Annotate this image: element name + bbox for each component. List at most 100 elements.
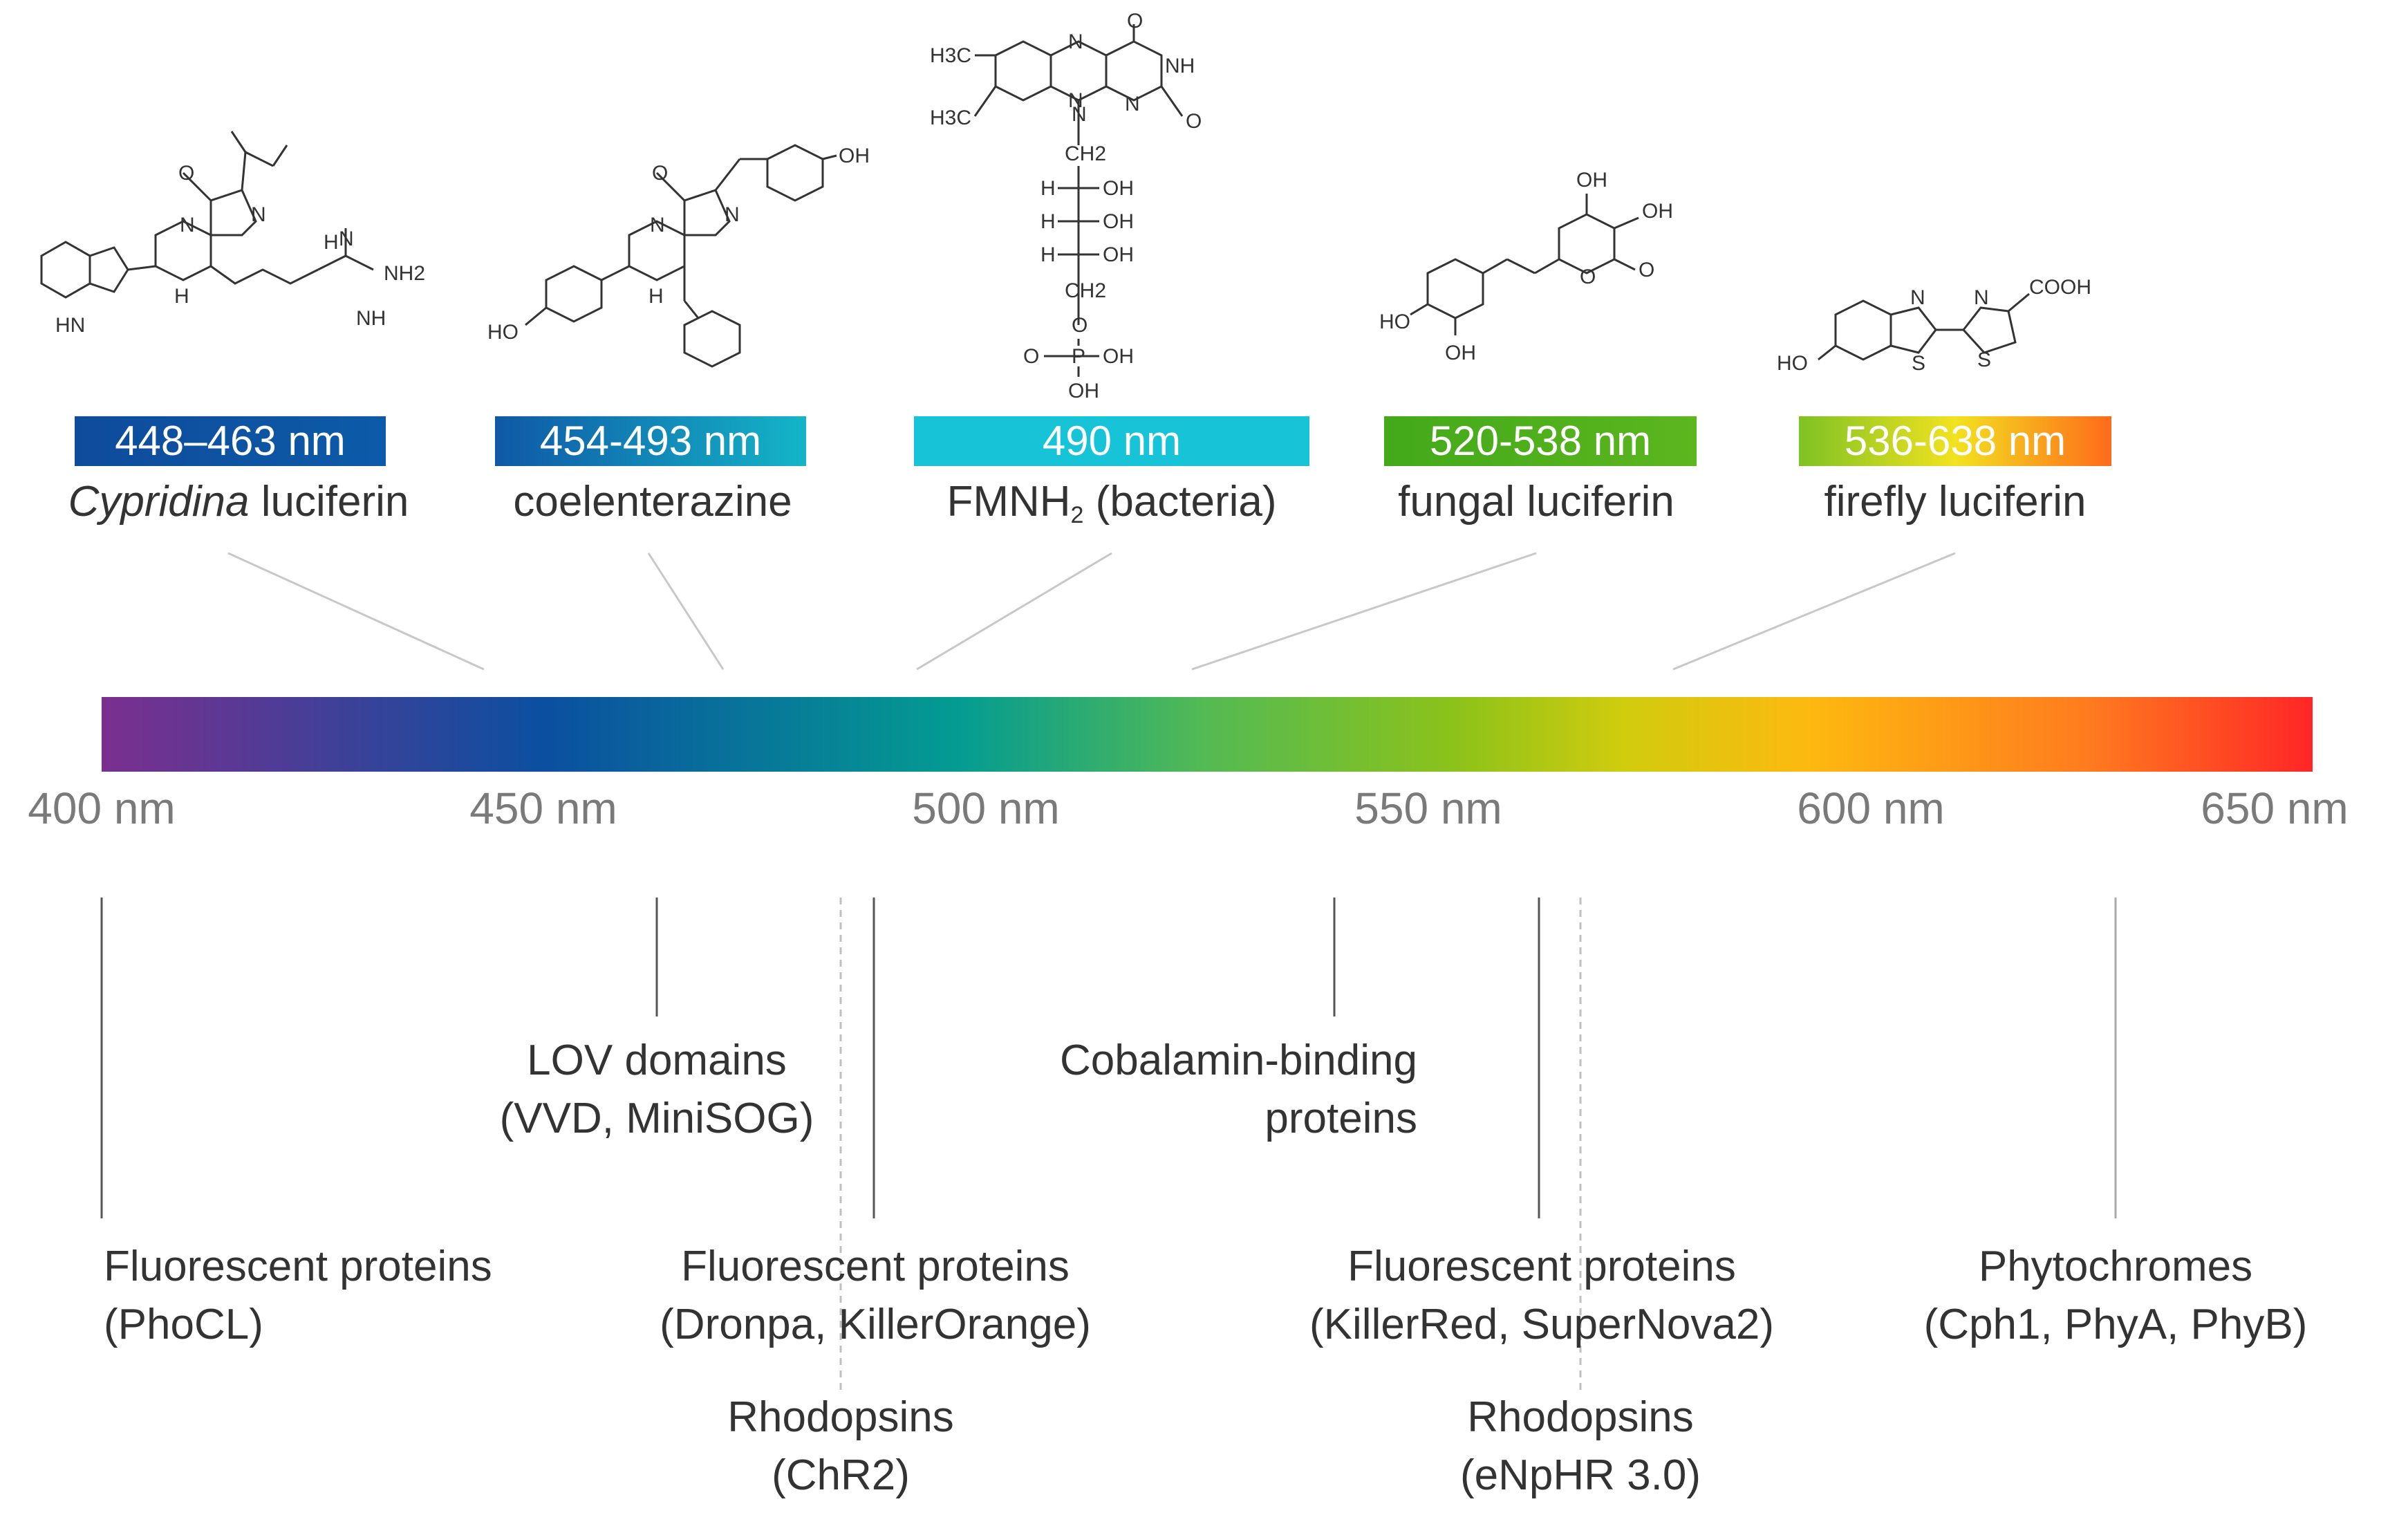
photoreceptor-line: (VVD, MiniSOG) <box>499 1095 814 1142</box>
luciferin-name-firefly: firefly luciferin <box>1824 473 2087 531</box>
photoreceptor-rhodopsins-enphr: Rhodopsins (eNpHR 3.0) <box>1460 1388 1701 1505</box>
connector-cypridina <box>227 552 485 671</box>
photoreceptor-line: (eNpHR 3.0) <box>1460 1451 1701 1499</box>
luciferin-name-main: FMNH <box>946 478 1071 526</box>
range-label: 536-638 nm <box>1844 418 2066 464</box>
tick-label-550: 550 nm <box>1354 783 1502 833</box>
connector-coelenterazine <box>647 552 725 670</box>
atom-label: O <box>178 162 194 185</box>
photoreceptor-phytochromes: Phytochromes (Cph1, PhyA, PhyB) <box>1924 1238 2308 1354</box>
atom-label: O <box>1639 259 1654 281</box>
fmnh2-structure: H3C H3C N N O NH N O N CH2 H OH H OH H O… <box>930 10 1202 402</box>
atom-label: S <box>1912 352 1925 375</box>
connector-fungal <box>1191 552 1537 671</box>
atom-label: OH <box>1103 345 1134 368</box>
luciferin-name-fungal: fungal luciferin <box>1398 473 1674 531</box>
range-label: 448–463 nm <box>115 418 346 464</box>
atom-label: O <box>1072 314 1088 337</box>
connector-fmnh2 <box>916 552 1112 671</box>
photoreceptor-line: proteins <box>1264 1095 1417 1142</box>
atom-label: O <box>1127 10 1143 32</box>
atom-label: H <box>1040 177 1056 200</box>
atom-label: OH <box>1642 200 1673 223</box>
luciferin-name-rest: (bacteria) <box>1083 478 1277 526</box>
photoreceptor-line: Rhodopsins <box>1467 1393 1694 1441</box>
range-label: 520-538 nm <box>1429 418 1652 464</box>
atom-label: OH <box>1576 169 1607 192</box>
atom-label: O <box>1580 266 1596 288</box>
atom-label: N <box>339 227 354 250</box>
spectrum-bar <box>102 697 2313 772</box>
photoreceptor-line: (KillerRed, SuperNova2) <box>1309 1301 1774 1348</box>
atom-label: NH2 <box>384 262 425 285</box>
atom-label: OH <box>1103 177 1134 200</box>
atom-label: P <box>1072 345 1085 368</box>
atom-label: H <box>324 231 339 254</box>
tick-label-450: 450 nm <box>469 783 617 833</box>
photoreceptor-line: Fluorescent proteins <box>1347 1243 1736 1290</box>
range-label: 454-493 nm <box>539 418 762 464</box>
photoreceptor-rhodopsins-chr2: Rhodopsins (ChR2) <box>727 1388 953 1505</box>
atom-label: HO <box>1379 310 1410 333</box>
photoreceptor-fluorescent-dronpa: Fluorescent proteins (Dronpa, KillerOran… <box>660 1238 1091 1354</box>
range-swatch-coelenterazine: 454-493 nm <box>495 416 806 466</box>
photoreceptor-line: (Cph1, PhyA, PhyB) <box>1923 1301 2308 1348</box>
atom-label: OH <box>1103 210 1134 233</box>
photoreceptor-line: Cobalamin-binding <box>1060 1037 1417 1084</box>
photoreceptor-line: (PhoCL) <box>104 1301 263 1348</box>
coelenterazine-structure: O N N H OH HO <box>487 144 870 368</box>
atom-label: H3C <box>930 44 971 67</box>
luciferin-name-fmnh2: FMNH2 (bacteria) <box>946 473 1276 544</box>
tick-label-600: 600 nm <box>1797 783 1945 833</box>
photoreceptor-cobalamin-binding: Cobalamin-binding proteins <box>1060 1032 1417 1148</box>
atom-label: H <box>648 285 664 308</box>
photoreceptor-line: (Dronpa, KillerOrange) <box>660 1301 1091 1348</box>
atom-label: CH2 <box>1065 279 1106 302</box>
atom-label: N <box>180 214 195 236</box>
range-label: 490 nm <box>1042 418 1182 464</box>
tick-label-400: 400 nm <box>28 783 176 833</box>
atom-label: H <box>1040 243 1056 266</box>
atom-label: CH2 <box>1065 142 1106 165</box>
luciferin-name-text: fungal luciferin <box>1398 478 1674 526</box>
luciferin-name-coelenterazine: coelenterazine <box>513 473 792 531</box>
photoreceptor-fluorescent-phocl: Fluorescent proteins (PhoCL) <box>104 1238 492 1354</box>
photoreceptor-fluorescent-killerred: Fluorescent proteins (KillerRed, SuperNo… <box>1309 1238 1774 1354</box>
atom-label: O <box>1186 110 1202 133</box>
atom-label: OH <box>1068 380 1099 402</box>
tick-label-650: 650 nm <box>2201 783 2349 833</box>
photoreceptor-line: Rhodopsins <box>727 1393 954 1441</box>
atom-label: O <box>652 162 668 185</box>
atom-label: N <box>1068 30 1083 53</box>
fungal-luciferin-structure: OH OH O O HO OH <box>1379 169 1673 364</box>
atom-label: OH <box>1445 342 1476 364</box>
atom-label: OH <box>839 145 870 167</box>
atom-label: N <box>1072 103 1087 126</box>
photoreceptor-line: (ChR2) <box>772 1451 910 1499</box>
tick-label-500: 500 nm <box>912 783 1060 833</box>
atom-label: COOH <box>2029 276 2091 299</box>
atom-label: OH <box>1103 243 1134 266</box>
luciferin-name-subscript: 2 <box>1070 502 1084 528</box>
photoreceptor-line: LOV domains <box>527 1037 787 1084</box>
atom-label: H <box>1040 210 1056 233</box>
photoreceptor-line: Fluorescent proteins <box>681 1243 1070 1290</box>
connector-firefly <box>1672 552 1956 671</box>
photoreceptor-line: Fluorescent proteins <box>104 1243 492 1290</box>
photoreceptor-line: Phytochromes <box>1978 1243 2253 1290</box>
atom-label: S <box>1977 349 1991 371</box>
atom-label: O <box>1023 345 1039 368</box>
luciferin-name-cypridina: Cypridina luciferin <box>68 473 409 531</box>
luciferin-name-text: firefly luciferin <box>1824 478 2087 526</box>
firefly-luciferin-structure: HO N S N S COOH <box>1777 276 2091 375</box>
atom-label: N <box>650 214 665 236</box>
atom-label: HN <box>55 314 85 337</box>
luciferin-name-italic: Cypridina <box>68 478 250 526</box>
atom-label: N <box>251 203 266 226</box>
atom-label: N <box>1125 93 1140 115</box>
atom-label: H3C <box>930 106 971 129</box>
range-swatch-cypridina: 448–463 nm <box>75 416 386 466</box>
atom-label: H <box>174 285 189 308</box>
atom-label: N <box>1068 89 1083 112</box>
